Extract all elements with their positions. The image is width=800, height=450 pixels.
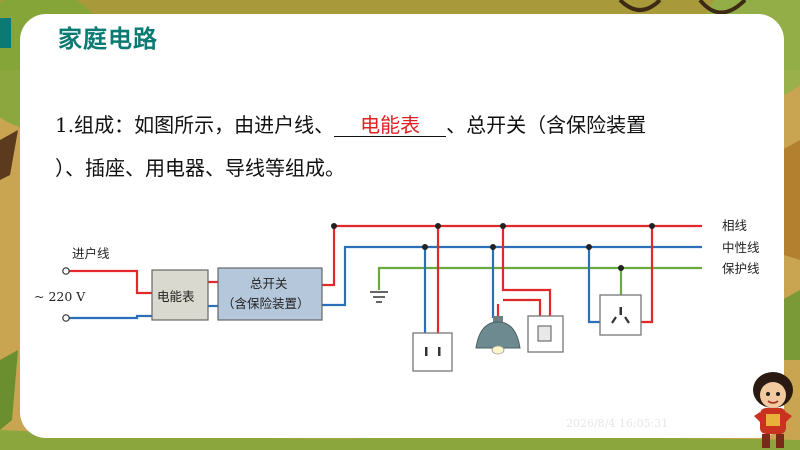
input-line-label: 进户线 [72, 246, 110, 261]
two-pin-socket [412, 332, 453, 372]
switch-sublabel: （含保险装置） [222, 296, 310, 311]
electricity-meter-box [151, 269, 209, 321]
paragraph-text-after-blank: 、总开关（含保险装置 [446, 113, 647, 137]
switch-label: 总开关 [250, 276, 288, 291]
answer-blank: 电能表 [334, 114, 447, 137]
timestamp: 2026/8/4 16:05:31 [566, 417, 669, 430]
live-wire-label: 相线 [722, 218, 748, 233]
voltage-label: ~ 220 V [34, 289, 86, 304]
lamp [475, 316, 521, 355]
input-terminal-live [62, 267, 70, 275]
cartoon-character-image [753, 372, 793, 448]
paragraph-line-1: 1.组成：如图所示，由进户线、电能表、总开关（含保险装置 [55, 109, 646, 138]
title-accent-bar [0, 18, 11, 48]
ground-wire-label: 保护线 [722, 261, 760, 276]
paragraph-line-2: ）、插座、用电器、导线等组成。 [55, 156, 345, 180]
main-switch-box [217, 267, 323, 321]
item-number: 1. [55, 113, 75, 137]
neutral-wire-label: 中性线 [722, 240, 760, 255]
meter-label: 电能表 [157, 289, 195, 304]
input-terminal-neutral [62, 314, 70, 322]
paragraph-text-before-blank: 组成：如图所示，由进户线、 [74, 113, 335, 137]
page-title: 家庭电路 [58, 25, 158, 53]
